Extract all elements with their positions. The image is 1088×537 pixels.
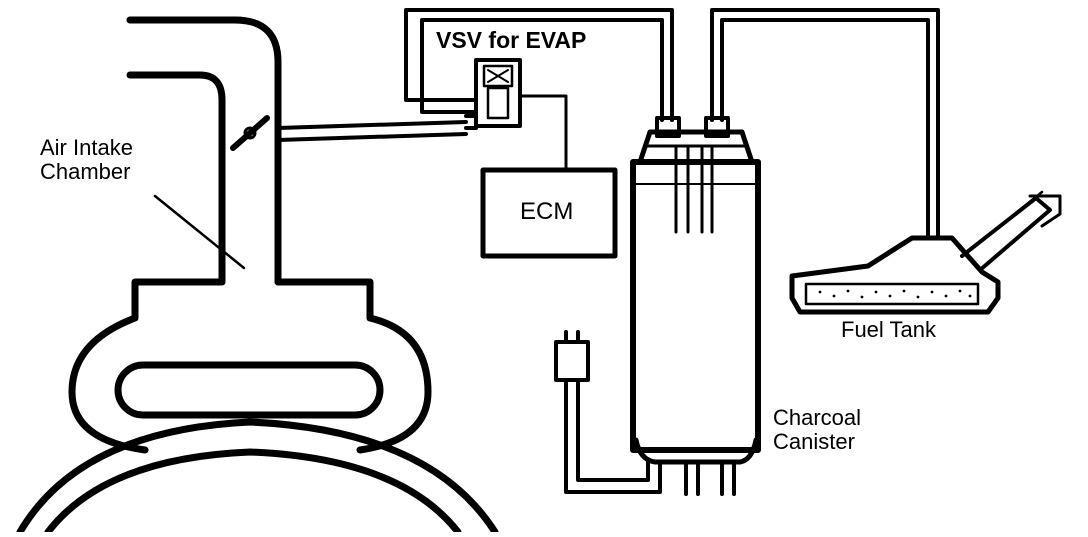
ecm-wire (522, 96, 566, 170)
charcoal-label-line2: Canister (773, 429, 855, 454)
purge-pipe-to-vsv (278, 122, 466, 140)
air-intake-chamber (20, 20, 495, 532)
charcoal-canister-label: Charcoal Canister (773, 406, 861, 454)
charcoal-label-line1: Charcoal (773, 405, 862, 430)
ecm-label: ECM (520, 198, 574, 225)
canister-to-tank-hose (712, 10, 938, 238)
vsv-label: VSV for EVAP (436, 27, 587, 53)
air-inlet-valve (556, 332, 660, 492)
throttle-valve-icon (233, 118, 267, 148)
fuel-tank-label: Fuel Tank (841, 317, 936, 342)
air-intake-leader (155, 196, 244, 268)
air-intake-label-line1: Air Intake (40, 135, 133, 160)
air-intake-label: Air Intake Chamber (40, 136, 133, 184)
vsv-valve (466, 60, 520, 128)
fuel-level-dots (818, 289, 972, 299)
fuel-tank (792, 192, 1060, 312)
ecm-box (483, 170, 615, 256)
charcoal-canister (633, 118, 758, 494)
air-intake-label-line2: Chamber (40, 159, 131, 184)
vsv-to-canister-hose (406, 10, 672, 120)
